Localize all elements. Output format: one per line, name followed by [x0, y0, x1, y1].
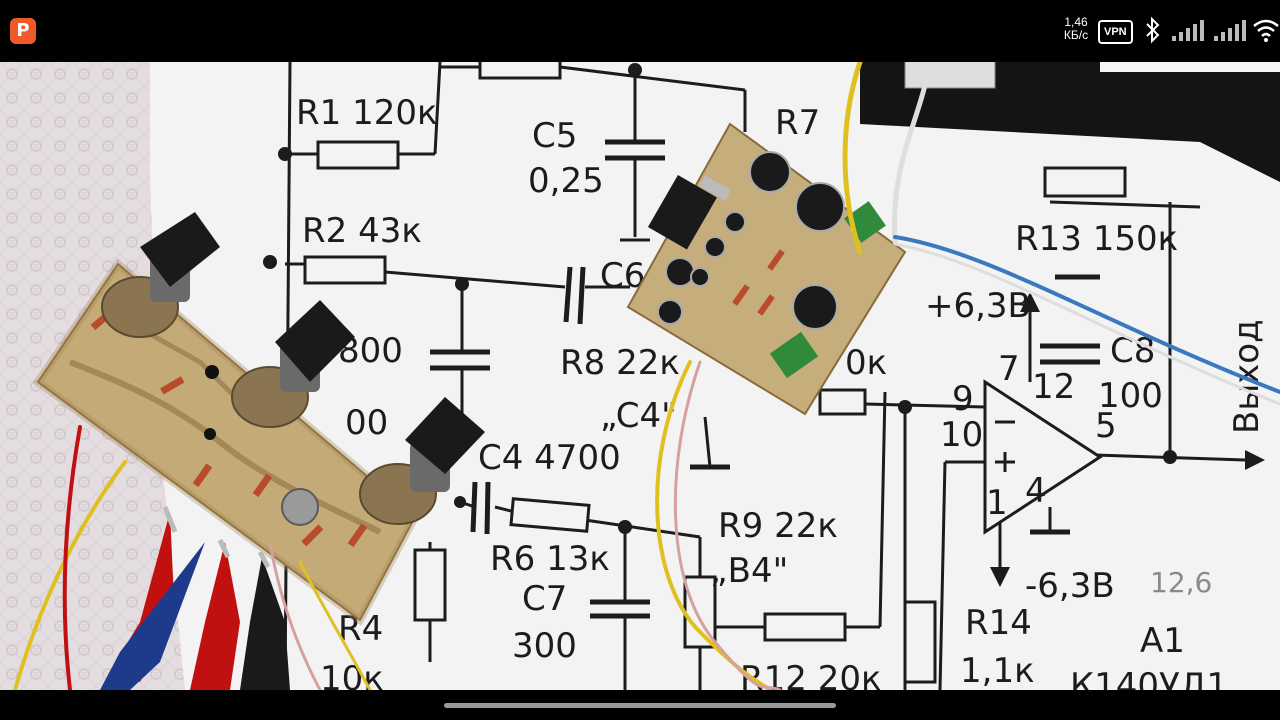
- label-r9: R9 22к: [718, 506, 838, 546]
- wires: [13, 62, 1280, 690]
- label-r6: R6 13к: [490, 539, 610, 579]
- label-c5: C5: [532, 116, 577, 156]
- black-device: [860, 62, 1280, 182]
- label-stray-00: 00: [345, 403, 388, 443]
- label-pin-10: 10: [940, 415, 983, 455]
- potentiometer: [231, 300, 355, 428]
- label-pin-7: 7: [998, 349, 1020, 389]
- label-r14: R14: [965, 603, 1032, 643]
- label-pin-4: 4: [1025, 471, 1047, 511]
- schematic-wires: [283, 62, 1246, 690]
- label-c8-value: 100: [1098, 376, 1163, 416]
- navigation-bar: [0, 690, 1280, 720]
- bluetooth-icon: [1146, 16, 1160, 44]
- opamp-symbol: [983, 379, 1103, 535]
- label-r1: R1 120к: [296, 93, 438, 133]
- vpn-badge: VPN: [1098, 20, 1133, 44]
- label-partial: 0к: [845, 343, 887, 383]
- label-pin-5: 5: [1095, 406, 1117, 446]
- label-b4: „В4": [710, 551, 788, 591]
- resistor-symbols: [303, 62, 1127, 684]
- tone-control-board: [32, 212, 485, 626]
- label-c7-value: 300: [512, 626, 577, 666]
- network-speed-unit: КБ/с: [1063, 28, 1089, 42]
- photo-viewer[interactable]: R1 120к R2 43к C5 0,25 R7 C6 800 R8 22к …: [0, 62, 1280, 690]
- wifi-icon: [1253, 19, 1279, 42]
- label-c7: C7: [522, 579, 567, 619]
- label-pin-12: 12: [1032, 367, 1075, 407]
- alligator-clips: [100, 506, 290, 690]
- label-r13: R13 150к: [1015, 219, 1178, 259]
- network-speed-indicator: 1,46 КБ/с: [1058, 16, 1094, 42]
- home-gesture-handle[interactable]: [444, 703, 836, 708]
- junction-dots: [263, 63, 1177, 534]
- potentiometer: [101, 212, 220, 338]
- app-badge-icon: P: [10, 18, 36, 44]
- label-pin-1: 1: [986, 483, 1008, 523]
- label-r7: R7: [775, 103, 820, 143]
- label-c5-value: 0,25: [528, 161, 604, 201]
- label-r14-value: 1,1к: [960, 651, 1035, 690]
- amplifier-board: [626, 122, 907, 416]
- schematic-sheet: [150, 62, 1280, 690]
- schematic-labels: R1 120к R2 43к C5 0,25 R7 C6 800 R8 22к …: [296, 93, 1267, 690]
- signal-icon: [1214, 20, 1246, 41]
- label-plus-voltage: +6,3В: [925, 286, 1031, 326]
- potentiometer: [359, 397, 485, 525]
- capacitor-symbols: [430, 139, 1100, 619]
- label-pin-9: 9: [952, 379, 974, 419]
- label-c4: C4 4700: [478, 438, 621, 478]
- label-r2: R2 43к: [302, 211, 422, 251]
- label-r8: R8 22к: [560, 343, 680, 383]
- photo: R1 120к R2 43к C5 0,25 R7 C6 800 R8 22к …: [0, 62, 1280, 690]
- status-bar: P 1,46 КБ/с VPN: [0, 0, 1280, 62]
- label-pencil-note: 12,6: [1150, 566, 1212, 599]
- label-minus-voltage: -6,3В: [1025, 566, 1115, 606]
- signal-icon: [1172, 20, 1204, 41]
- label-chip: К140УД1: [1070, 666, 1228, 690]
- label-a1: A1: [1140, 621, 1185, 661]
- label-r4-value: 10к: [320, 659, 384, 690]
- network-speed-value: 1,46: [1064, 15, 1088, 29]
